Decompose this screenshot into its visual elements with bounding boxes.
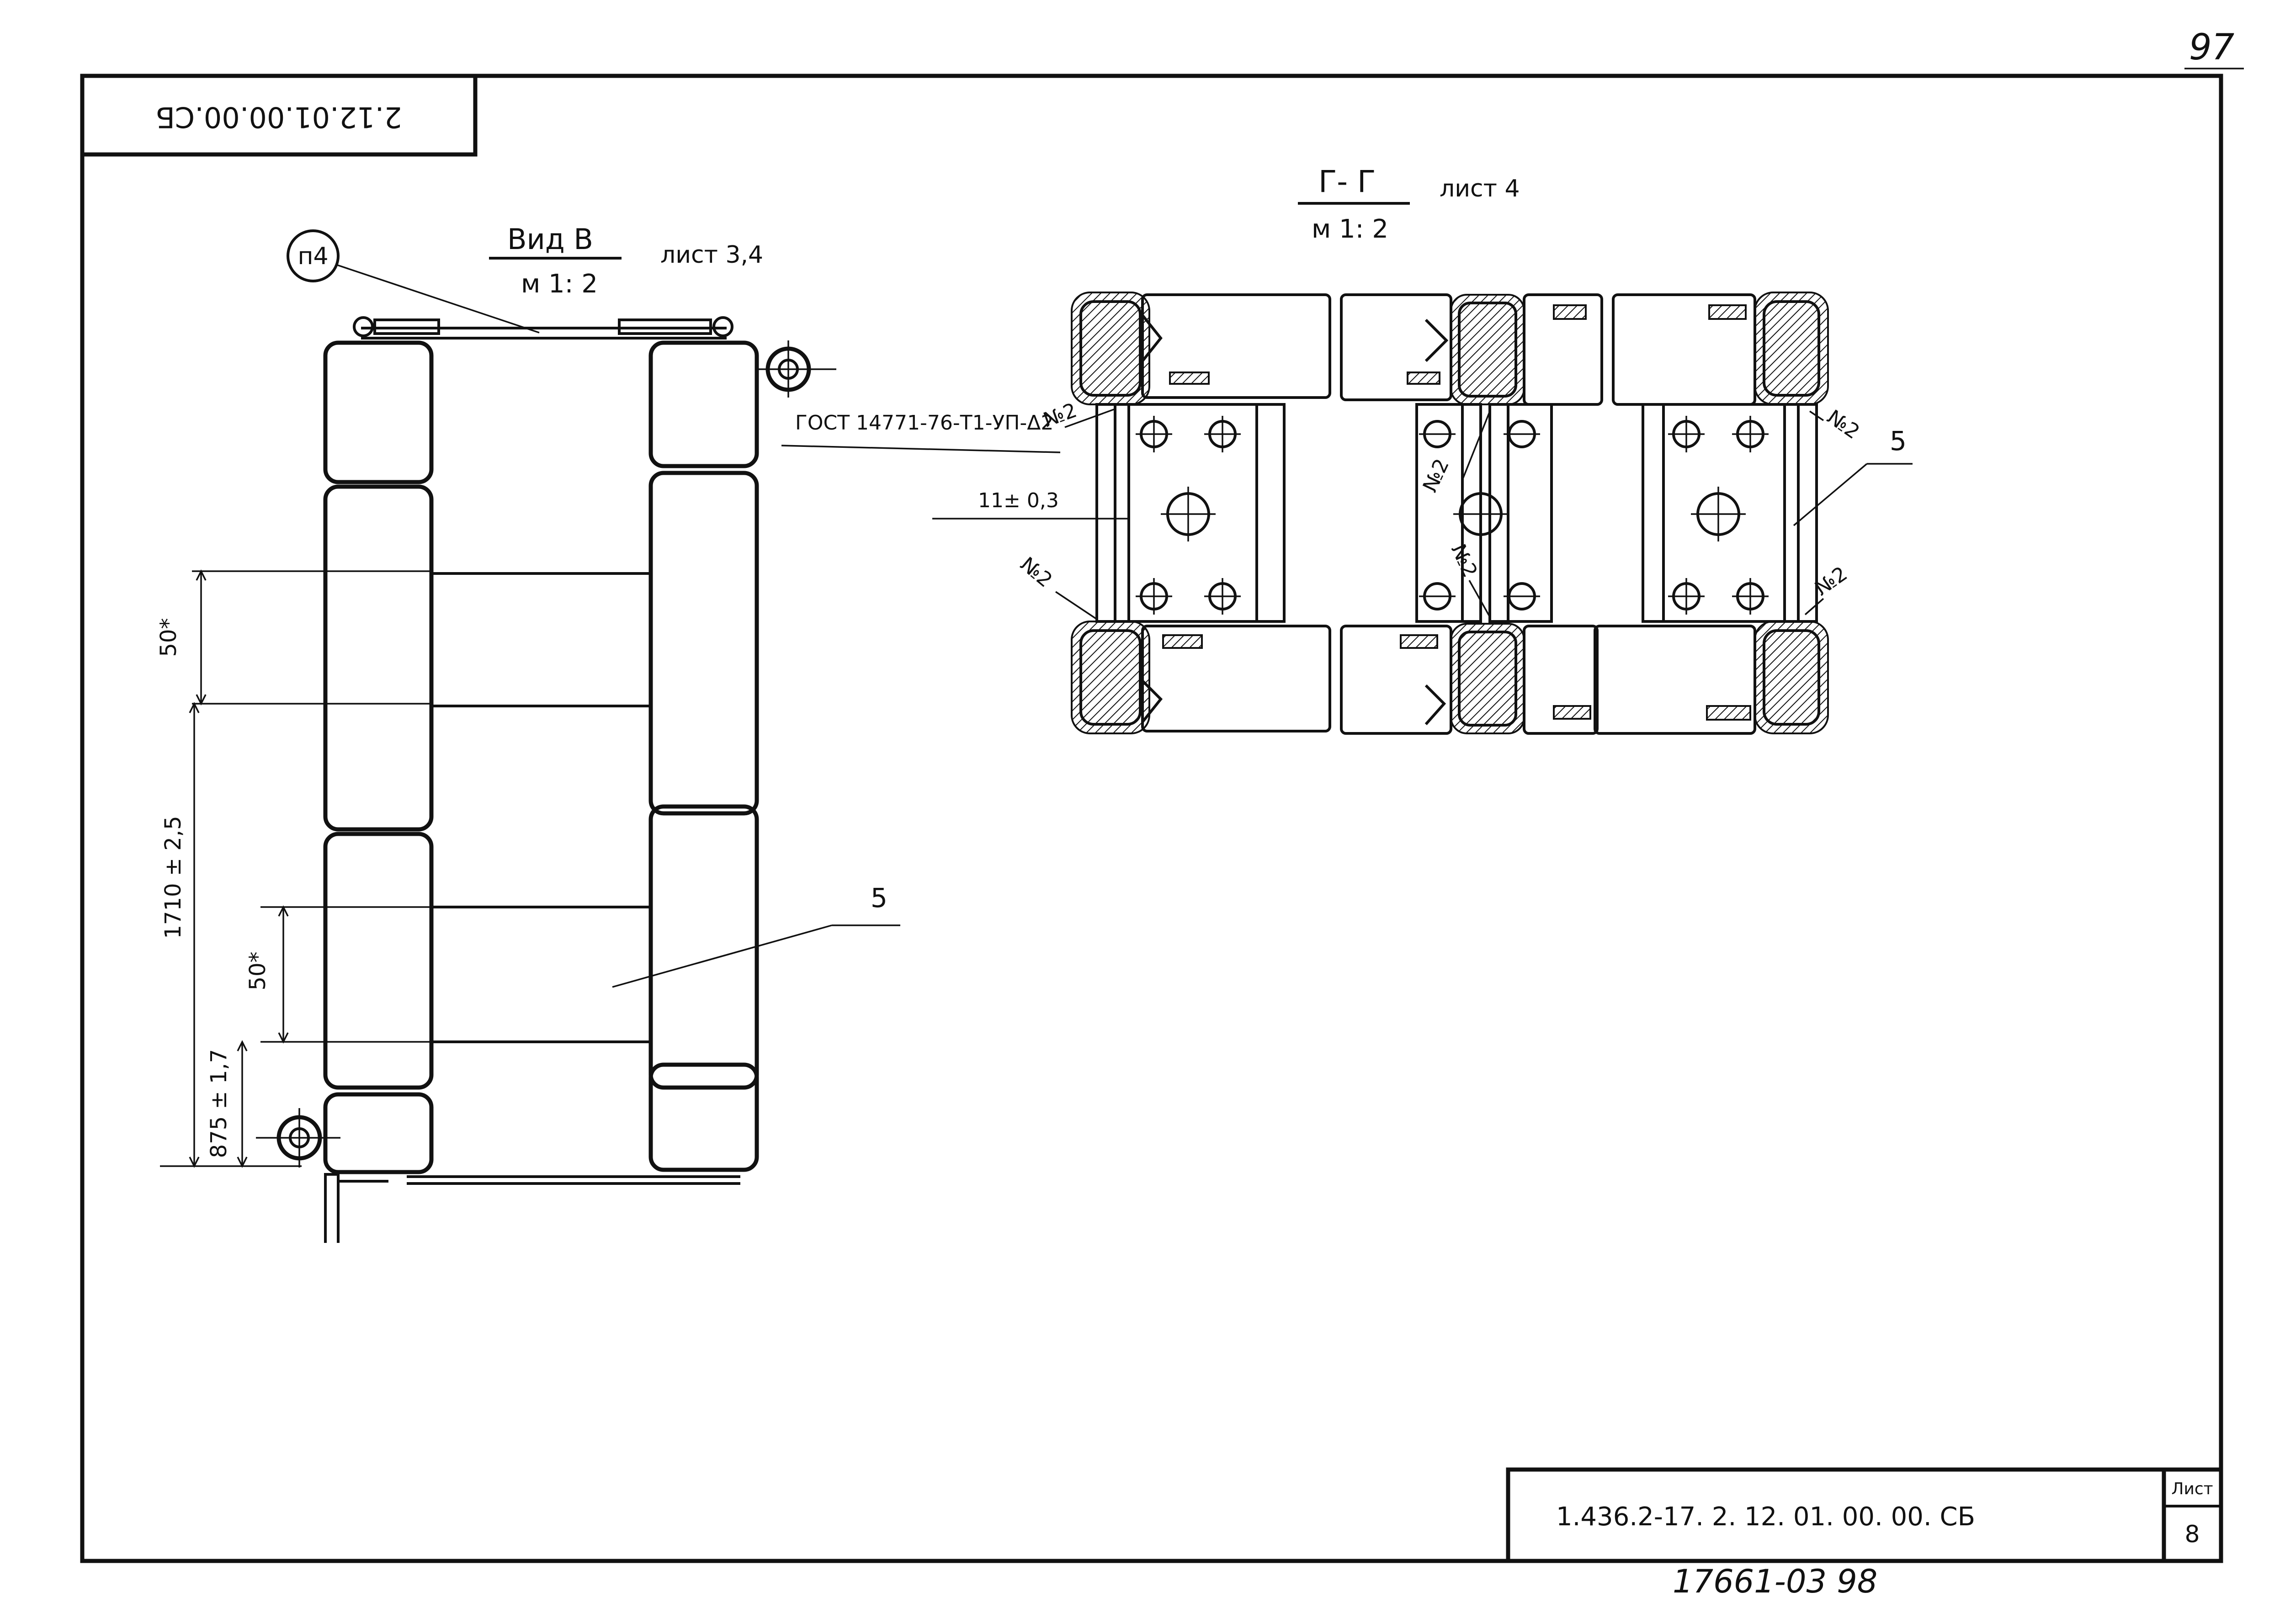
page-number: 97 [2189, 27, 2234, 68]
left-cell-3 [323, 832, 434, 1090]
section-gg-bottom-band [1141, 625, 1756, 735]
view-b-lug-right [759, 340, 836, 398]
view-b-sheet-ref: лист 3,4 [660, 241, 763, 269]
gost-annotation: ГОСТ 14771-76-Т1-УП-Δ2 [795, 411, 1053, 435]
section-gg-part5-leader [1793, 463, 1868, 526]
top-left-stamp: 2.12.01.00.00.СБ [80, 74, 478, 157]
title-block-doc-number: 1.436.2-17. 2. 12. 01. 00. 00. СБ [1556, 1502, 1975, 1532]
dim-1710: 1710 ± 2,5 [160, 816, 186, 939]
section-gg: Г- Г м 1: 2 лист 4 [781, 164, 1913, 735]
weld-mark-left-bottom: №2 [1016, 552, 1057, 592]
title-block-sheet-number: 8 [2184, 1521, 2200, 1548]
right-cell-3 [648, 804, 759, 1090]
section-gg-part5-label: 5 [1890, 425, 1907, 456]
view-b-spacers [431, 572, 651, 1043]
view-b-callout-label: п4 [298, 243, 328, 270]
weld-mark-middle-top: №2 [1419, 455, 1454, 495]
right-cell-2 [648, 471, 759, 816]
weld-mark-right-top: №2 [1823, 405, 1864, 444]
top-left-stamp-text: 2.12.01.00.00.СБ [155, 101, 402, 134]
section-gg-title: Г- Г [1318, 164, 1376, 199]
view-b-bottom-bracket [324, 1173, 740, 1243]
view-b-title: Вид В [507, 223, 593, 256]
left-cell-1 [323, 340, 434, 484]
right-cell-1 [648, 340, 759, 468]
title-block: 1.436.2-17. 2. 12. 01. 00. 00. СБ Лист 8 [1506, 1467, 2223, 1563]
left-cell-4 [323, 1092, 434, 1174]
view-b-part5-label: 5 [871, 882, 887, 913]
dim-50-bottom: 50* [245, 951, 271, 990]
section-gg-tubes [1071, 292, 1829, 734]
view-b-scale: м 1: 2 [521, 269, 598, 299]
view-b-callout-circle [287, 229, 340, 282]
title-block-sheet-label: Лист [2171, 1480, 2213, 1498]
dim-11: 11± 0,3 [978, 489, 1059, 512]
view-b-left-column [323, 340, 434, 1174]
section-gg-holes [1136, 416, 1769, 615]
section-gg-plates [1095, 403, 1818, 623]
view-b-callout-leader [337, 264, 540, 334]
section-gg-bolt-plates [1127, 403, 1786, 623]
footer-code: 17661-03 98 [1673, 1563, 1877, 1600]
dim-50-top: 50* [156, 618, 181, 657]
left-cell-2 [323, 484, 434, 832]
right-cell-4 [648, 1062, 759, 1172]
view-b-lug-left [256, 1108, 340, 1168]
gost-leader [781, 445, 1061, 453]
view-b-dimensions: 50* 1710 ± 2,5 50* 875 ± 1,7 [156, 569, 431, 1168]
view-b-top-strap [353, 316, 733, 340]
dim-875: 875 ± 1,7 [206, 1049, 232, 1158]
section-gg-top-band [1141, 293, 1756, 406]
section-gg-scale: м 1: 2 [1312, 214, 1388, 244]
weld-mark-gost: №2 [1040, 398, 1080, 432]
sheet-frame [80, 74, 2223, 1563]
section-gg-sheet-ref: лист 4 [1440, 175, 1520, 202]
weld-mark-middle-bottom: №2 [1446, 541, 1482, 581]
view-b-part5-leader [612, 924, 832, 988]
view-b-right-column [648, 340, 759, 1172]
view-b: Вид В м 1: 2 лист 3,4 п4 [156, 223, 900, 1243]
